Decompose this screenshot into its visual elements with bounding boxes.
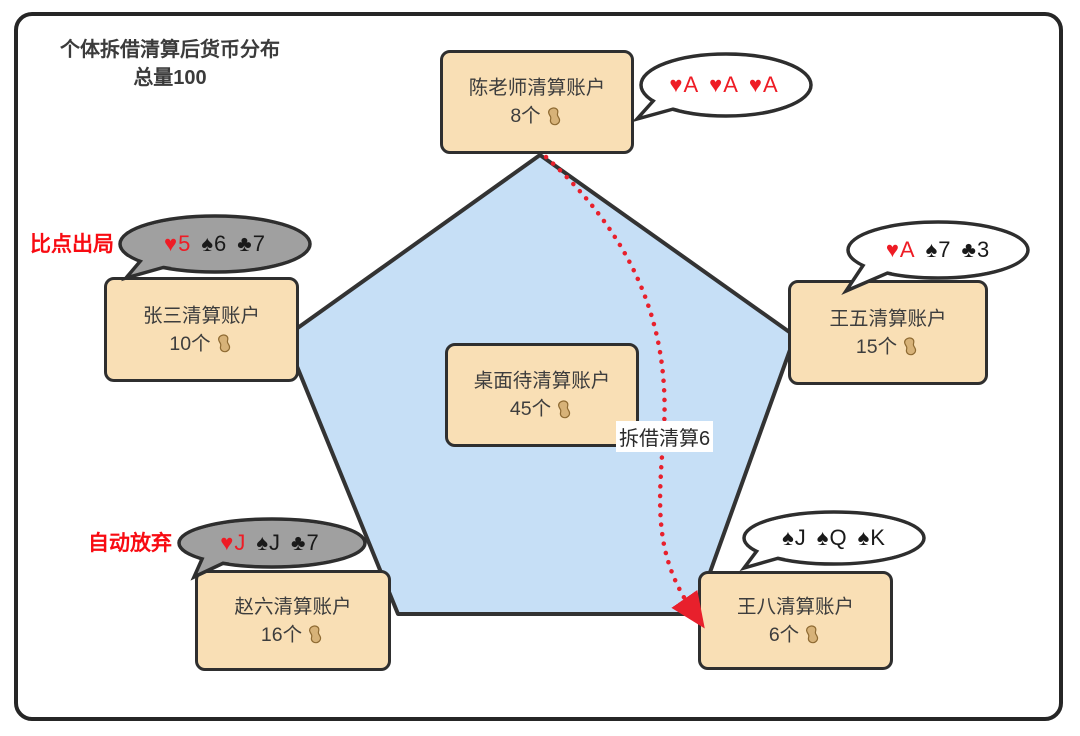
status-label-eliminated: 比点出局 (30, 233, 114, 256)
node-zhangsan-account: 张三清算账户 10个 (104, 277, 299, 382)
account-count: 6个 (769, 621, 822, 649)
count-text: 8个 (510, 105, 541, 127)
playing-card: ♣7 (237, 231, 266, 256)
account-name: 陈老师清算账户 (468, 77, 606, 99)
cards-wangba: ♠J ♠Q ♠K (782, 525, 886, 551)
node-wangwu-account: 王五清算账户 15个 (788, 280, 988, 385)
account-count: 8个 (510, 102, 563, 130)
playing-card: ♣3 (961, 237, 991, 262)
count-text: 10个 (169, 332, 211, 355)
playing-card: ♠Q (816, 525, 848, 550)
node-chen-account: 陈老师清算账户 8个 (440, 50, 634, 154)
peanut-icon (806, 625, 819, 644)
playing-card: ♥A (709, 72, 739, 97)
account-count: 10个 (169, 330, 233, 358)
peanut-icon (547, 106, 560, 125)
cards-wangwu: ♥A ♠7 ♣3 (886, 237, 990, 263)
count-text: 45个 (509, 398, 552, 420)
account-name: 赵六清算账户 (234, 595, 352, 618)
peanut-icon (558, 399, 571, 418)
playing-card: ♠J (256, 530, 282, 555)
count-text: 15个 (855, 335, 898, 358)
account-name: 王五清算账户 (829, 307, 947, 330)
cards-chen: ♥A ♥A ♥A (669, 72, 778, 98)
playing-card: ♠K (857, 525, 886, 550)
playing-card: ♥A (748, 72, 779, 97)
peanut-icon (309, 625, 322, 644)
playing-card: ♣7 (291, 530, 320, 555)
peanut-icon (904, 337, 917, 356)
transfer-label: 拆借清算6 (616, 421, 714, 452)
account-count: 16个 (261, 621, 325, 649)
playing-card: ♥A (885, 237, 916, 262)
node-zhaoliu-account: 赵六清算账户 16个 (195, 570, 391, 671)
diagram-title: 个体拆借清算后货币分布 总量100 (36, 36, 304, 92)
account-name: 桌面待清算账户 (473, 370, 611, 392)
cards-zhangsan: ♥5 ♠6 ♣7 (164, 231, 266, 257)
title-line-1: 个体拆借清算后货币分布 (60, 39, 280, 61)
playing-card: ♥5 (164, 231, 192, 256)
playing-card: ♥J (220, 530, 247, 555)
outer-border (14, 12, 1063, 721)
playing-card: ♠7 (925, 237, 952, 262)
count-text: 6个 (768, 623, 800, 646)
title-line-2: 总量100 (133, 67, 207, 89)
account-count: 45个 (510, 395, 574, 423)
node-wangba-account: 王八清算账户 6个 (698, 571, 893, 670)
cards-zhaoliu: ♥J ♠J ♣7 (220, 530, 319, 556)
account-name: 张三清算账户 (142, 304, 260, 327)
peanut-icon (217, 334, 230, 353)
status-label-auto-fold: 自动放弃 (88, 532, 172, 555)
account-count: 15个 (856, 333, 920, 361)
node-table-pending-account: 桌面待清算账户 45个 (445, 343, 639, 447)
count-text: 16个 (260, 623, 303, 646)
playing-card: ♥A (669, 72, 700, 97)
playing-card: ♠6 (201, 231, 228, 256)
playing-card: ♠J (782, 525, 807, 550)
account-name: 王八清算账户 (736, 595, 854, 618)
